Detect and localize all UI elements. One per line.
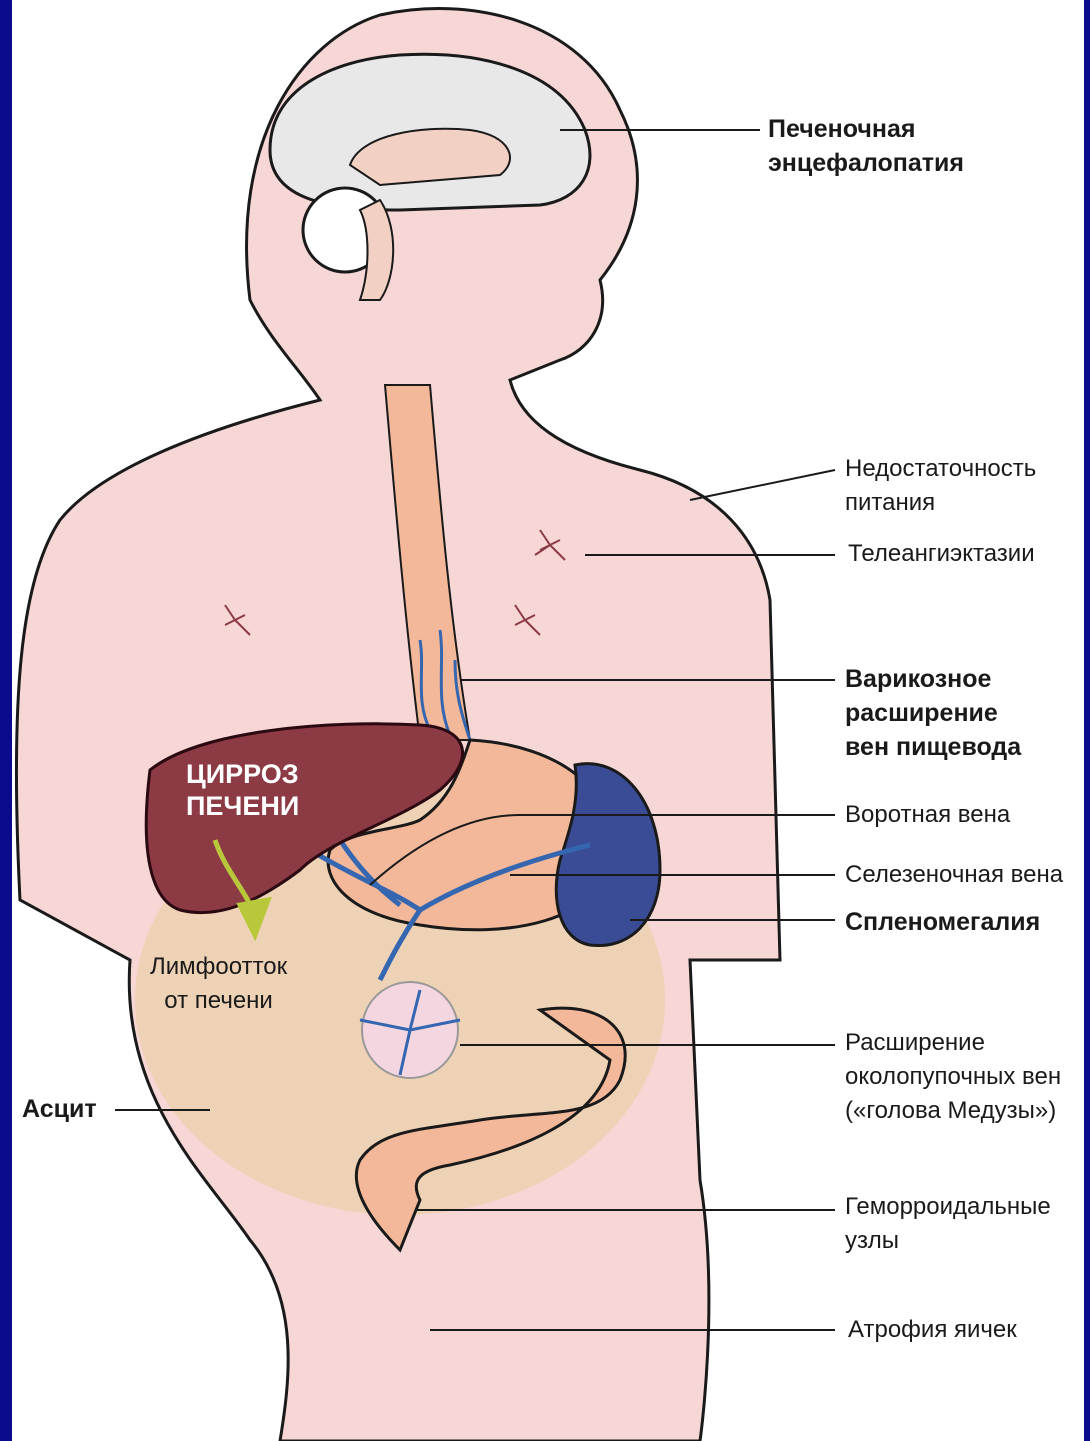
label-splenic-vein: Селезеночная вена xyxy=(845,858,1063,892)
leader-malnutrition xyxy=(690,470,835,500)
label-lymph: Лимфоотток от печени xyxy=(150,950,287,1018)
liver-label: ЦИРРОЗ ПЕЧЕНИ xyxy=(186,758,299,822)
label-malnutrition: Недостаточность питания xyxy=(845,452,1036,520)
label-testicular-atrophy: Атрофия яичек xyxy=(848,1313,1017,1347)
caput-medusae xyxy=(360,982,460,1078)
label-encephalopathy: Печеночная энцефалопатия xyxy=(768,112,964,180)
label-splenomegaly: Спленомегалия xyxy=(845,905,1040,939)
label-hemorrhoids: Геморроидальные узлы xyxy=(845,1190,1051,1258)
label-ascites: Асцит xyxy=(22,1092,97,1126)
label-portal-vein: Воротная вена xyxy=(845,798,1010,832)
label-telangiectasia: Телеангиэктазии xyxy=(848,537,1035,571)
label-varices: Варикозное расширение вен пищевода xyxy=(845,662,1021,764)
label-caput-medusae: Расширение околопупочных вен («голова Ме… xyxy=(845,1026,1061,1128)
